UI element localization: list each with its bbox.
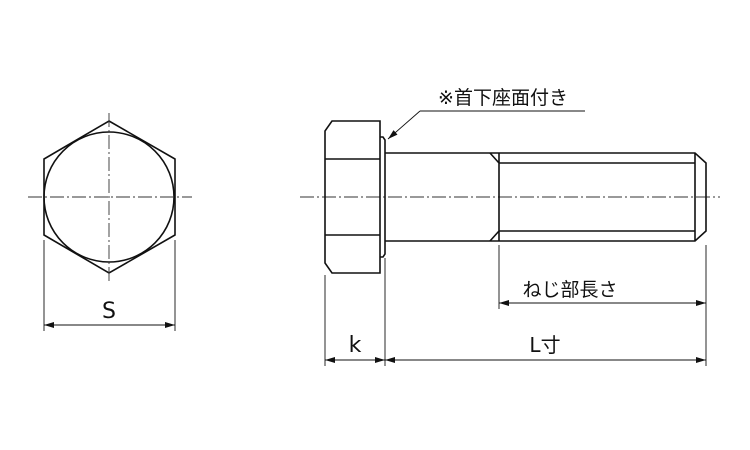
side-view: ※首下座面付き ねじ部長さ k L寸	[300, 87, 720, 366]
note-leader	[387, 110, 421, 140]
thread	[489, 152, 695, 242]
shank	[385, 152, 707, 242]
label-length: L寸	[529, 333, 560, 357]
end-view: S	[28, 113, 192, 331]
bolt-head	[324, 120, 381, 274]
bearing-face-note: ※首下座面付き	[438, 87, 568, 109]
label-k: k	[349, 333, 362, 358]
label-s: S	[102, 299, 116, 324]
label-thread-length: ねじ部長さ	[522, 279, 617, 301]
bearing-face	[380, 136, 386, 258]
